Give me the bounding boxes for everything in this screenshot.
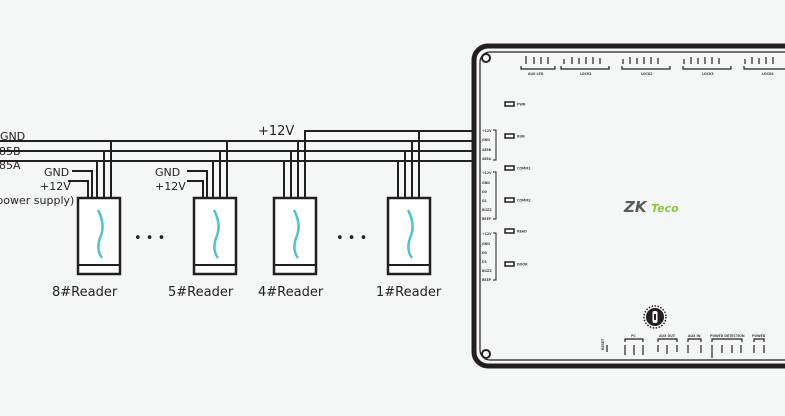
led-comm2: COMM2: [504, 197, 531, 203]
svg-text:+12V: +12V: [482, 171, 492, 175]
svg-text:GND: GND: [482, 138, 490, 142]
reader-signal-icon: [406, 209, 414, 259]
power-12v-label: +12V: [258, 124, 294, 139]
svg-text:D0: D0: [482, 190, 488, 194]
bottom-group-aux-in: AUX IN: [688, 334, 701, 338]
reader-signal-icon: [212, 209, 220, 259]
svg-text:D1: D1: [482, 199, 487, 203]
reader5-12v-label: +12V: [155, 180, 186, 193]
svg-text:GND: GND: [482, 242, 490, 246]
svg-text:BEEP: BEEP: [482, 217, 492, 221]
led-door: DOOR: [504, 261, 528, 267]
bottom-group-power: POWER: [752, 334, 766, 338]
svg-text:D0: D0: [482, 251, 488, 255]
reader-signal-icon: [96, 209, 104, 259]
left-pins-reader-2: +12V GND D0 D1 BUZZ BEEP: [482, 232, 497, 282]
top-group-lock3: LOCK3: [702, 72, 714, 76]
svg-text:D1: D1: [482, 260, 487, 264]
svg-text:RUN: RUN: [517, 135, 525, 139]
bus-label-485a: 485A: [0, 159, 21, 172]
top-group-aux-led: AUX LED: [528, 72, 544, 76]
ellipsis-1: • • •: [134, 231, 165, 246]
reader-4: 4#Reader: [258, 131, 324, 300]
bus-label-gnd: GND: [0, 130, 25, 143]
svg-text:GND: GND: [482, 181, 490, 185]
ellipsis-2: • • •: [336, 231, 367, 246]
svg-text:BUZZ: BUZZ: [482, 269, 492, 273]
bottom-group-power-detection: POWER DETECTION: [710, 334, 745, 338]
svg-text:+12V: +12V: [482, 232, 492, 236]
led-pwr: PWR: [504, 101, 526, 107]
rotary-switch-icon: [643, 305, 667, 329]
reader-8: 8#Reader: [52, 141, 122, 300]
led-icon: [504, 228, 515, 234]
bottom-group-aux-out: AUX OUT: [659, 334, 676, 338]
power-supply-note: (power supply): [0, 194, 74, 207]
svg-text:PWR: PWR: [517, 103, 526, 107]
svg-text:485A: 485A: [482, 157, 492, 161]
led-run: RUN: [504, 133, 525, 139]
reader-5: 5#Reader: [168, 141, 238, 300]
top-group-lock1: LOCK1: [580, 72, 592, 76]
left-pins-reader-1: +12V GND D0 D1 BUZZ BEEP: [482, 171, 497, 221]
led-icon: [504, 197, 515, 203]
svg-text:+12V: +12V: [482, 129, 492, 133]
left-pins-485: +12V GND 485B 485A: [482, 129, 497, 161]
bus-label-485b: 485B: [0, 145, 21, 158]
reader-label: 8#Reader: [52, 285, 118, 300]
top-group-lock4: LOCK4: [762, 72, 774, 76]
reader8-gnd-label: GND: [44, 166, 69, 179]
led-read: READ: [504, 228, 527, 234]
led-icon: [504, 165, 515, 171]
reader-label: 4#Reader: [258, 285, 324, 300]
led-comm1: COMM1: [504, 165, 531, 171]
reader-label: 5#Reader: [168, 285, 234, 300]
led-icon: [504, 133, 515, 139]
svg-text:READ: READ: [517, 230, 527, 234]
bottom-group-pc: PC: [631, 334, 636, 338]
led-icon: [504, 261, 515, 267]
reader5-gnd-label: GND: [155, 166, 180, 179]
svg-text:COMM2: COMM2: [517, 199, 531, 203]
reader8-12v-label: +12V: [40, 180, 71, 193]
led-icon: [504, 101, 515, 107]
svg-text:BEEP: BEEP: [482, 278, 492, 282]
bottom-terminals: [606, 338, 765, 358]
svg-text:BUZZ: BUZZ: [482, 208, 492, 212]
brand-teco: Teco: [651, 202, 679, 215]
reader-label: 1#Reader: [376, 285, 442, 300]
svg-text:DOOR: DOOR: [517, 263, 528, 267]
top-terminals: [520, 56, 785, 70]
top-group-lock2: LOCK2: [641, 72, 653, 76]
mount-hole-icon: [481, 349, 491, 359]
controller-board: AUX LED LOCK1 LOCK2 LOCK3 LOCK4 PWR RUN …: [471, 43, 785, 369]
mount-hole-icon: [481, 53, 491, 63]
bottom-reset-label: RESET: [601, 338, 605, 350]
reader-signal-icon: [292, 209, 300, 259]
reader-1: 1#Reader: [376, 131, 442, 300]
svg-text:COMM1: COMM1: [517, 167, 531, 171]
brand-zk: ZK: [623, 198, 648, 216]
svg-text:485B: 485B: [482, 148, 492, 152]
